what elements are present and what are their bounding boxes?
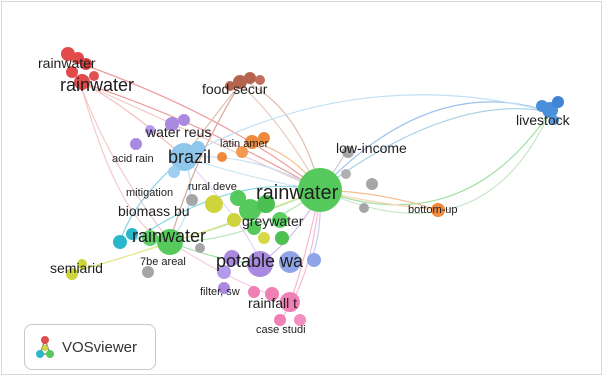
node-purple: [178, 114, 190, 126]
link: [79, 81, 171, 243]
node-blue: [552, 96, 564, 108]
node-acid-rain: [130, 138, 142, 150]
node-bottom-up: [431, 203, 445, 217]
node-green: [142, 230, 158, 246]
node-yellow: [258, 232, 270, 244]
label-rainwater-red: rainwater: [60, 75, 134, 95]
node-gray: [366, 178, 378, 190]
node-green: [272, 212, 288, 228]
node-rainfall-t: [280, 292, 300, 312]
node-periwinkle: [307, 253, 321, 267]
node-brown: [255, 75, 265, 85]
vosviewer-logo-icon: [36, 336, 54, 358]
node-gray: [195, 243, 205, 253]
label-food-secur: food secur: [202, 81, 268, 97]
node-orange: [236, 146, 248, 158]
node-lightblue: [191, 141, 205, 155]
node-teal: [113, 235, 127, 249]
label-semiarid: semiarid: [50, 260, 103, 276]
node-purple: [224, 250, 240, 266]
label-7be-areal: 7be areal: [140, 256, 186, 268]
label-rainfall-t: rainfall t: [248, 295, 297, 311]
node-7be-areal: [142, 266, 154, 278]
node-brown: [244, 72, 256, 84]
node-red: [89, 71, 99, 81]
label-low-income: low-income: [336, 140, 407, 156]
link: [79, 81, 321, 191]
node-semiarid: [66, 268, 78, 280]
label-brazil: brazil: [168, 147, 211, 167]
link: [319, 108, 551, 191]
node-periwinkle: [279, 251, 301, 273]
label-biomass-bu: biomass bu: [118, 203, 190, 219]
link: [319, 111, 551, 206]
label-rainwater-center: rainwater: [256, 182, 339, 204]
label-greywater: greywater: [242, 213, 304, 229]
node-low-income: [342, 146, 354, 158]
label-water-reus: water reus: [145, 124, 211, 140]
node-orange: [217, 152, 227, 162]
label-mitigation: mitigation: [126, 187, 173, 199]
label-layer: rainwater rainwater food secur livestock…: [38, 55, 571, 336]
label-bottom-up: bottom-up: [408, 204, 458, 216]
node-green: [257, 195, 275, 213]
node-red: [66, 66, 78, 78]
link: [169, 83, 241, 243]
node-latin-amer: [245, 135, 259, 149]
node-pink: [248, 286, 260, 298]
node-pink: [294, 314, 306, 326]
node-purple: [217, 265, 231, 279]
node-filter-sw: [218, 282, 230, 294]
node-green: [275, 231, 289, 245]
node-rainwater-center: [298, 168, 342, 212]
node-lightblue: [168, 166, 180, 178]
label-rainwater-green: rainwater: [132, 226, 206, 246]
link: [79, 81, 321, 191]
label-acid-rain: acid rain: [112, 153, 154, 165]
label-latin-amer: latin amer: [220, 138, 269, 150]
node-gray: [341, 169, 351, 179]
node-potable-wa: [247, 251, 273, 277]
vosviewer-badge[interactable]: VOSviewer: [24, 324, 156, 370]
label-rainwater-red-top: rainwater: [38, 55, 96, 71]
label-case-studi: case studi: [256, 324, 306, 336]
node-purple: [145, 125, 155, 135]
node-water-reus: [165, 117, 179, 131]
node-yellow: [77, 259, 87, 269]
node-green: [230, 190, 246, 206]
label-livestock: livestock: [516, 112, 571, 128]
brand-name: VOSviewer: [62, 338, 138, 356]
node-layer: [61, 47, 564, 326]
node-brown: [225, 81, 235, 91]
node-rainwater-green: [157, 229, 183, 255]
link: [69, 59, 321, 191]
node-red: [80, 58, 92, 70]
node-teal: [126, 228, 138, 240]
node-rural-deve: [205, 195, 223, 213]
node-blue: [536, 100, 548, 112]
node-blue: [549, 115, 559, 125]
node-greywater: [239, 199, 261, 221]
node-pink: [265, 287, 279, 301]
node-gray: [186, 194, 198, 206]
node-food-secur: [233, 75, 247, 89]
node-orange: [258, 132, 270, 144]
label-rural-deve: rural deve: [188, 181, 237, 193]
label-potable-wa: potable wa: [216, 251, 304, 271]
label-filter-sw: filter, sw: [200, 286, 240, 298]
node-rainwater-red-top: [61, 47, 75, 61]
link: [183, 94, 551, 158]
node-brazil: [170, 143, 198, 171]
link: [79, 81, 185, 158]
node-gray: [359, 203, 369, 213]
node-yellow: [227, 213, 241, 227]
node-green: [247, 221, 261, 235]
node-rainwater-red: [74, 74, 90, 90]
node-case-studi: [274, 314, 286, 326]
